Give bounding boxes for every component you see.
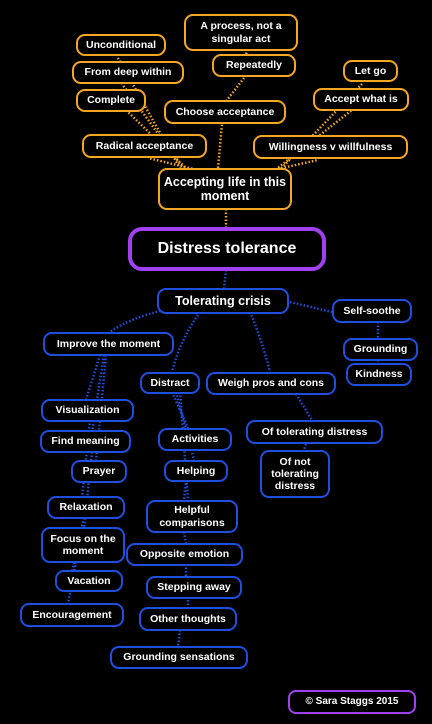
node-label: Encouragement — [32, 608, 112, 621]
node-willingness-v-willfulness[interactable]: Willingness v willfulness — [253, 135, 408, 159]
node-let-go[interactable]: Let go — [343, 60, 398, 82]
node-complete[interactable]: Complete — [76, 89, 146, 112]
node-focus-on-the-moment[interactable]: Focus on the moment — [41, 527, 125, 563]
node-label: Let go — [354, 64, 387, 77]
node-label: Choose acceptance — [175, 105, 275, 118]
node-label: Accepting life in this moment — [163, 174, 287, 203]
node-weigh-pros-and-cons[interactable]: Weigh pros and cons — [206, 372, 336, 395]
credit-text: © Sara Staggs 2015 — [305, 696, 399, 708]
node-label: Complete — [87, 94, 135, 107]
node-choose-acceptance[interactable]: Choose acceptance — [164, 100, 286, 124]
node-label: Helping — [176, 464, 216, 477]
node-repeatedly[interactable]: Repeatedly — [212, 54, 296, 77]
node-distress-tolerance[interactable]: Distress tolerance — [128, 227, 326, 271]
node-label: Distress tolerance — [157, 239, 297, 257]
node-relaxation[interactable]: Relaxation — [47, 496, 125, 519]
node-label: Repeatedly — [225, 59, 283, 72]
node-a-process[interactable]: A process, not a singular act — [184, 14, 298, 51]
node-label: From deep within — [84, 66, 172, 79]
node-label: Stepping away — [157, 581, 231, 594]
node-visualization[interactable]: Visualization — [41, 399, 134, 422]
node-label: Focus on the moment — [50, 532, 116, 557]
node-label: Prayer — [82, 465, 116, 478]
node-radical-acceptance[interactable]: Radical acceptance — [82, 134, 207, 158]
node-encouragement[interactable]: Encouragement — [20, 603, 124, 627]
node-label: Tolerating crisis — [175, 293, 271, 308]
node-label: A process, not a singular act — [200, 20, 282, 45]
node-find-meaning[interactable]: Find meaning — [40, 430, 131, 453]
node-label: Distract — [150, 376, 190, 389]
node-label: Radical acceptance — [95, 139, 194, 152]
node-other-thoughts[interactable]: Other thoughts — [139, 607, 237, 631]
node-self-soothe[interactable]: Self-soothe — [332, 299, 412, 323]
node-label: Activities — [171, 433, 219, 446]
node-label: Other thoughts — [150, 612, 226, 625]
copyright-credit: © Sara Staggs 2015 — [288, 690, 416, 714]
node-vacation[interactable]: Vacation — [55, 570, 123, 592]
node-label: Improve the moment — [56, 337, 161, 350]
node-opposite-emotion[interactable]: Opposite emotion — [126, 543, 243, 566]
node-label: Opposite emotion — [139, 548, 230, 561]
node-label: Grounding sensations — [123, 651, 235, 664]
node-from-deep-within[interactable]: From deep within — [72, 61, 184, 84]
node-prayer[interactable]: Prayer — [71, 460, 127, 483]
node-label: Relaxation — [59, 501, 113, 514]
node-label: Kindness — [355, 368, 403, 381]
node-label: Find meaning — [51, 435, 120, 448]
node-distract[interactable]: Distract — [140, 372, 200, 394]
node-kindness[interactable]: Kindness — [346, 363, 412, 386]
node-stepping-away[interactable]: Stepping away — [146, 576, 242, 599]
node-helping[interactable]: Helping — [164, 460, 228, 482]
node-unconditional[interactable]: Unconditional — [76, 34, 166, 56]
node-label: Visualization — [55, 404, 120, 417]
node-accept-what-is[interactable]: Accept what is — [313, 88, 409, 111]
node-tolerating-crisis[interactable]: Tolerating crisis — [157, 288, 289, 314]
node-label: Self-soothe — [343, 304, 401, 317]
node-label: Weigh pros and cons — [218, 377, 324, 390]
node-improve-the-moment[interactable]: Improve the moment — [43, 332, 174, 356]
node-helpful-comparisons[interactable]: Helpful comparisons — [146, 500, 238, 533]
node-label: Vacation — [67, 574, 111, 587]
node-grounding[interactable]: Grounding — [343, 338, 418, 361]
node-of-tolerating-distress[interactable]: Of tolerating distress — [246, 420, 383, 444]
node-label: Of tolerating distress — [261, 425, 368, 438]
node-label: Willingness v willfulness — [268, 140, 393, 153]
node-label: Unconditional — [86, 38, 156, 51]
node-label: Of not tolerating distress — [271, 455, 319, 493]
node-label: Grounding — [353, 343, 408, 356]
node-grounding-sensations[interactable]: Grounding sensations — [110, 646, 248, 669]
node-of-not-tolerating-distress[interactable]: Of not tolerating distress — [260, 450, 330, 498]
node-activities[interactable]: Activities — [158, 428, 232, 451]
node-label: Accept what is — [324, 93, 398, 106]
node-accepting-life[interactable]: Accepting life in this moment — [158, 168, 292, 210]
node-label: Helpful comparisons — [159, 504, 225, 529]
